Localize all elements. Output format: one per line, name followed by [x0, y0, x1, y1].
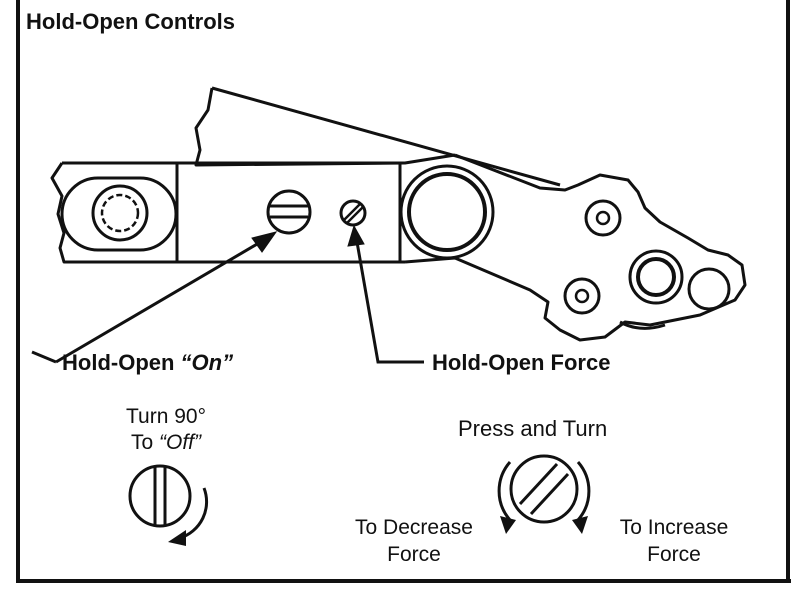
hold-open-force-leader-arrow: [347, 224, 424, 364]
hold-open-on-label: Hold-Open “On”: [62, 352, 233, 374]
pivot-bearing-icon: [60, 176, 178, 252]
hold-open-on-label-emphasis: “On”: [180, 350, 234, 375]
hold-open-force-label: Hold-Open Force: [432, 350, 611, 375]
increase-force-label: To Increase Force: [604, 514, 744, 569]
hold-open-force-screw-icon: [339, 199, 367, 227]
press-and-turn-label: Press and Turn: [458, 416, 608, 441]
increase-force-line2: Force: [647, 543, 701, 567]
diagram-border: [16, 0, 791, 583]
turn-off-knob-icon: [128, 464, 209, 546]
turn-90-line2: To “Off”: [130, 431, 201, 455]
press-and-turn-knob-icon: [497, 454, 591, 534]
increase-force-line1: To Increase: [619, 516, 729, 539]
turn-90-line1: Turn 90°: [126, 405, 206, 428]
roller-bearing-icon: [399, 164, 495, 260]
turn-90-instruction: Turn 90° To “Off”: [116, 404, 216, 457]
diagram-title: Hold-Open Controls: [26, 9, 235, 34]
hold-open-on-screw-icon: [266, 189, 312, 235]
decrease-force-label: To Decrease Force: [338, 514, 490, 569]
decrease-force-line1: To Decrease: [355, 516, 473, 539]
linkage-hole-icon: [563, 199, 731, 315]
hold-open-on-label-prefix: Hold-Open: [62, 350, 181, 375]
decrease-force-line2: Force: [387, 543, 441, 567]
hold-open-on-leader-arrow: [31, 231, 278, 364]
